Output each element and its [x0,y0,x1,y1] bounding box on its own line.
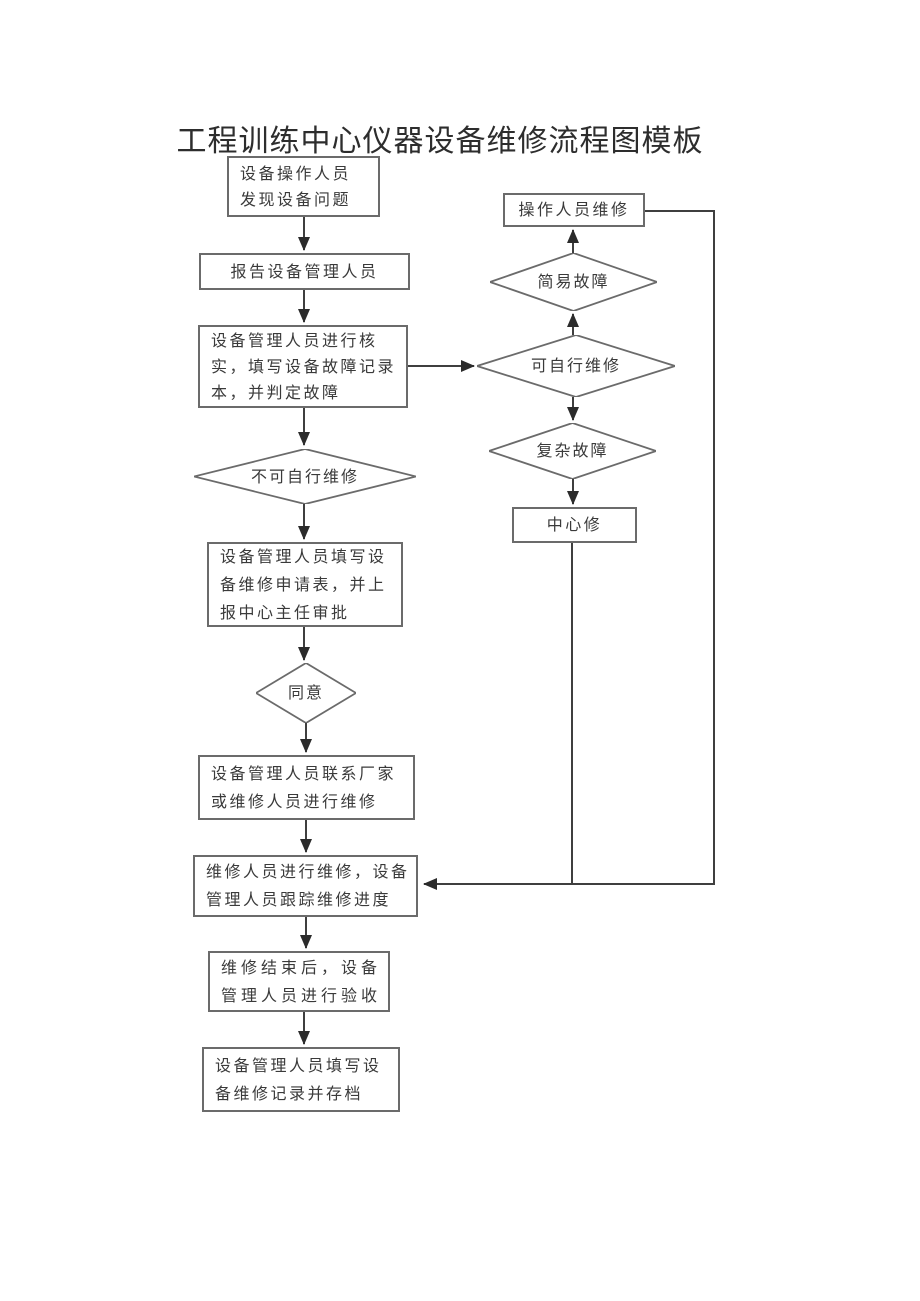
node-fill-request-form-label: 设备管理人员填写设 备维修申请表，并上 报中心主任审批 [220,546,387,622]
node-operator-finds-problem: 设备操作人员 发现设备问题 [227,156,380,217]
node-operator-repair: 操作人员维修 [503,193,645,227]
node-fill-request-form: 设备管理人员填写设 备维修申请表，并上 报中心主任审批 [207,542,403,627]
node-center-repair-label: 中心修 [546,515,603,534]
diamond-shape [489,423,656,479]
node-repair-and-track: 维修人员进行维修，设备 管理人员跟踪维修进度 [193,855,418,917]
node-cannot-self-repair-label: 不可自行维修 [250,466,359,486]
node-simple-fault-label: 简易故障 [537,272,610,291]
flowchart-title: 工程训练中心仪器设备维修流程图模板 [176,124,704,159]
node-can-self-repair-decision: 可自行维修 [477,335,675,397]
node-contact-vendor: 设备管理人员联系厂家 或维修人员进行维修 [198,755,415,820]
node-archive-record: 设备管理人员填写设 备维修记录并存档 [202,1047,400,1112]
node-can-self-repair-label: 可自行维修 [530,356,621,375]
node-manager-verify: 设备管理人员进行核 实，填写设备故障记录 本，并判定故障 [198,325,408,408]
node-archive-record-label: 设备管理人员填写设 备维修记录并存档 [215,1055,382,1103]
diamond-shape [256,663,356,723]
node-operator-finds-problem-label: 设备操作人员 发现设备问题 [240,163,352,209]
node-contact-vendor-label: 设备管理人员联系厂家 或维修人员进行维修 [211,763,397,811]
node-report-manager-label: 报告设备管理人员 [230,261,379,281]
node-operator-repair-label: 操作人员维修 [518,200,630,219]
diamond-shape [194,449,416,504]
node-complex-fault-decision: 复杂故障 [489,423,656,479]
node-agree-label: 同意 [287,683,324,702]
node-cannot-self-repair-decision: 不可自行维修 [194,449,416,504]
diamond-shape [490,253,657,311]
node-agree-decision: 同意 [256,663,356,723]
node-center-repair: 中心修 [512,507,637,543]
node-simple-fault-decision: 简易故障 [490,253,657,311]
node-complex-fault-label: 复杂故障 [536,441,609,460]
node-manager-verify-label: 设备管理人员进行核 实，填写设备故障记录 本，并判定故障 [211,330,397,402]
node-acceptance-label: 维修结束后，设备 管理人员进行验收 [221,957,382,1005]
node-acceptance: 维修结束后，设备 管理人员进行验收 [208,951,390,1012]
connector-operator-repair-to-repair-box [423,210,715,890]
diamond-shape [477,335,675,397]
node-report-manager: 报告设备管理人员 [199,253,410,290]
node-repair-and-track-label: 维修人员进行维修，设备 管理人员跟踪维修进度 [206,862,410,909]
